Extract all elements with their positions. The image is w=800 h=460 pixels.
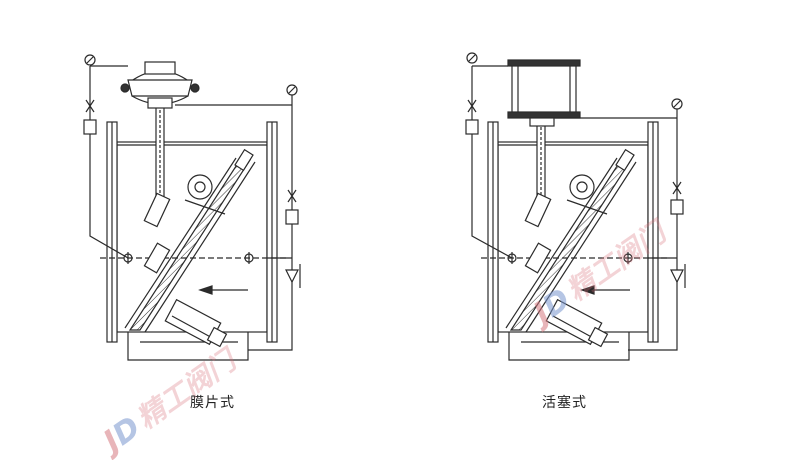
diagram-caption-diaphragm: 膜片式 [190, 395, 235, 411]
disc-hinge [187, 174, 213, 200]
bottom-cylinder [164, 298, 228, 348]
piston-valve-drawing [465, 52, 686, 361]
disc-hinge [569, 174, 595, 200]
diaphragm-actuator [120, 61, 200, 109]
flow-arrow [198, 285, 248, 295]
diagram-caption-piston: 活塞式 [542, 395, 587, 411]
diagonal-seat [124, 157, 256, 333]
diaphragm-valve-drawing [83, 54, 301, 361]
flow-arrow [580, 285, 630, 295]
bottom-cylinder [545, 298, 609, 348]
piston-actuator [507, 59, 581, 127]
